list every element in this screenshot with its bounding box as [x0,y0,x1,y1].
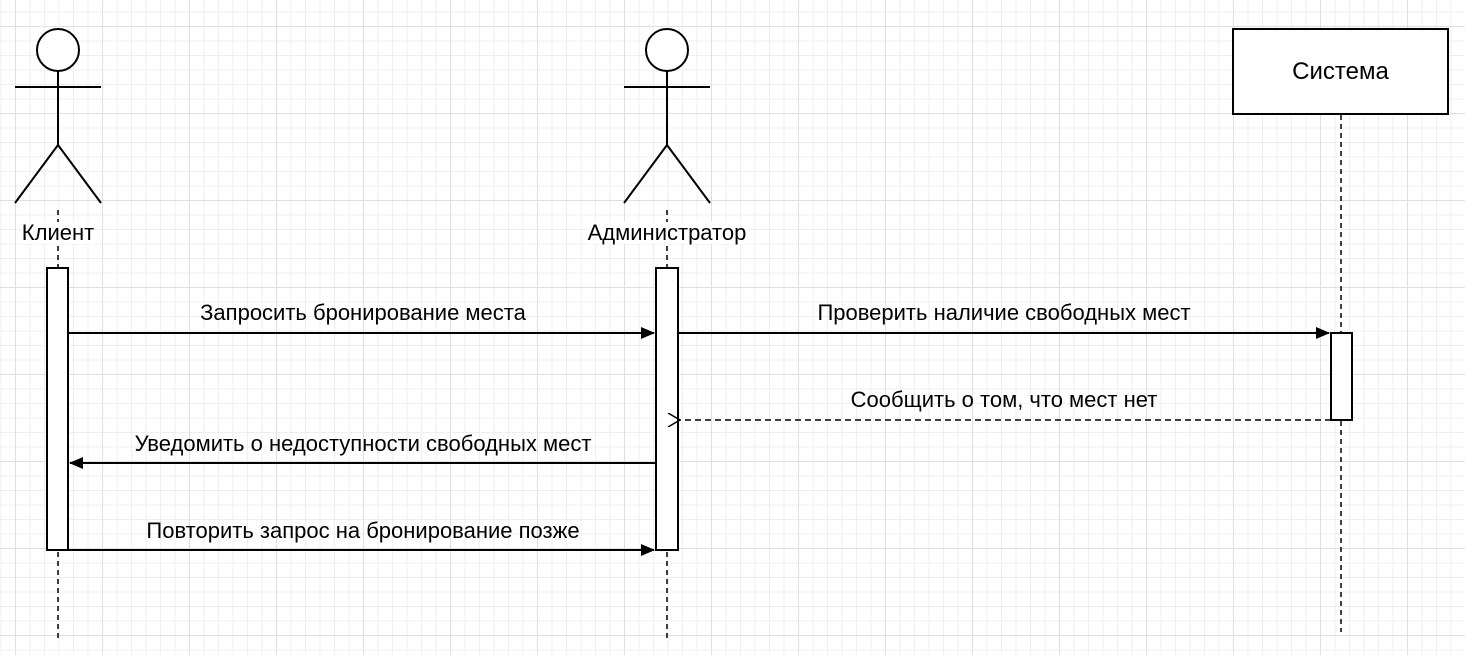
actor-admin-label: Администратор [587,220,747,245]
activation-admin[interactable] [655,267,679,551]
message-label: Повторить запрос на бронирование позже [146,518,580,543]
actor-admin-icon[interactable] [623,28,711,204]
message-label: Запросить бронирование места [200,300,526,325]
message-label: Проверить наличие свободных мест [817,300,1191,325]
message-label: Уведомить о недоступности свободных мест [134,431,592,456]
participant-system-label: Система [1292,57,1389,85]
participant-system-box[interactable]: Система [1232,28,1449,115]
activation-system[interactable] [1330,332,1353,421]
actor-client-label: Клиент [21,220,95,245]
message-label: Сообщить о том, что мест нет [850,387,1158,412]
activation-client[interactable] [46,267,69,551]
actor-client-icon[interactable] [14,28,102,204]
